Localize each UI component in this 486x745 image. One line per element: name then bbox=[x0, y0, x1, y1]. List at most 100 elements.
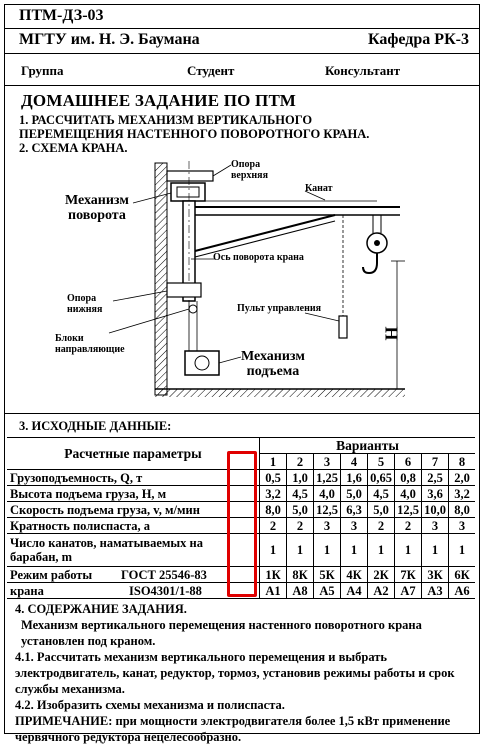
initial-data-table: Расчетные параметры Варианты 1 2 3 4 5 6… bbox=[7, 437, 475, 599]
param-value: 1,6 bbox=[340, 469, 368, 486]
param-value: 1 bbox=[421, 533, 449, 567]
variant-number: 8 bbox=[448, 453, 475, 470]
param-value: 2 bbox=[394, 517, 422, 534]
param-value: А5 bbox=[313, 582, 341, 599]
param-value: А1 bbox=[259, 582, 287, 599]
param-value: 5,0 bbox=[286, 501, 314, 518]
section-4-note: ПРИМЕЧАНИЕ: при мощности электродвигател… bbox=[15, 714, 451, 744]
param-name: Режим работы ГОСТ 25546-83 bbox=[7, 566, 260, 583]
param-name: Грузоподъемность, Q, т bbox=[7, 469, 260, 486]
param-value: 12,5 bbox=[394, 501, 422, 518]
crane-drawing bbox=[108, 161, 405, 397]
param-value: 0,8 bbox=[394, 469, 422, 486]
section-4-text: 4. СОДЕРЖАНИЕ ЗАДАНИЯ. Механизм вертикал… bbox=[15, 601, 475, 745]
param-value: 6К bbox=[448, 566, 475, 583]
param-value: 2,5 bbox=[421, 469, 449, 486]
param-value: 0,5 bbox=[259, 469, 287, 486]
variants-header: Варианты bbox=[259, 437, 475, 454]
group-label: Группа bbox=[21, 63, 64, 78]
param-value: А3 bbox=[421, 582, 449, 599]
param-value: 3,2 bbox=[448, 485, 475, 502]
param-value: 3 bbox=[421, 517, 449, 534]
control-pendant-label: Пульт управления bbox=[237, 303, 322, 314]
section-4-paragraph: 4.2. Изобразить схемы механизма и полисп… bbox=[15, 698, 285, 712]
param-value: 1 bbox=[367, 533, 395, 567]
param-value: 1,0 bbox=[286, 469, 314, 486]
param-value: 3 bbox=[340, 517, 368, 534]
param-value: 10,0 bbox=[421, 501, 449, 518]
param-value: 5,0 bbox=[340, 485, 368, 502]
variant-number: 7 bbox=[421, 453, 449, 470]
param-value: 1К bbox=[259, 566, 287, 583]
table-row: крана ISO4301/1-88 А1 А8 А5 А4 А2 А7 А3 … bbox=[7, 582, 475, 599]
param-value: 12,5 bbox=[313, 501, 341, 518]
mode-label: Режим работы bbox=[10, 567, 93, 582]
consultant-label: Консультант bbox=[325, 63, 401, 78]
variant-number: 2 bbox=[286, 453, 314, 470]
section-3-title: 3. ИСХОДНЫЕ ДАННЫЕ: bbox=[19, 419, 172, 433]
param-value: 5,0 bbox=[367, 501, 395, 518]
param-value: 1 bbox=[259, 533, 287, 567]
param-value: 5К bbox=[313, 566, 341, 583]
section-4-title: 4. СОДЕРЖАНИЕ ЗАДАНИЯ. bbox=[15, 602, 187, 616]
table-row: Кратность полиспаста, а 2 2 3 3 2 2 3 3 bbox=[7, 517, 475, 534]
param-value: 4,5 bbox=[367, 485, 395, 502]
assignment-sheet: ПТМ-ДЗ-03 МГТУ им. Н. Э. Баумана Кафедра… bbox=[4, 4, 481, 744]
height-dimension-label: H bbox=[381, 326, 402, 341]
param-value: 1 bbox=[313, 533, 341, 567]
section-4-paragraph: Механизм вертикального перемещения насте… bbox=[21, 618, 422, 648]
param-value: 1 bbox=[448, 533, 475, 567]
param-value: 6,3 bbox=[340, 501, 368, 518]
table-row: Скорость подъема груза, v, м/мин 8,0 5,0… bbox=[7, 501, 475, 518]
param-value: 4К bbox=[340, 566, 368, 583]
variant-number: 4 bbox=[340, 453, 368, 470]
param-value: А7 bbox=[394, 582, 422, 599]
param-name: Скорость подъема груза, v, м/мин bbox=[7, 501, 260, 518]
mode-label: крана bbox=[10, 583, 44, 598]
variant-number: 3 bbox=[313, 453, 341, 470]
param-value: 8,0 bbox=[259, 501, 287, 518]
iso-label: ISO4301/1-88 bbox=[129, 583, 202, 598]
param-value: 3,2 bbox=[259, 485, 287, 502]
param-value: 7К bbox=[394, 566, 422, 583]
axis-label: Ось поворота крана bbox=[213, 252, 304, 263]
params-header: Расчетные параметры bbox=[7, 437, 260, 470]
param-name: Высота подъема груза, Н, м bbox=[7, 485, 260, 502]
param-value: 1 bbox=[286, 533, 314, 567]
page-title: ДОМАШНЕЕ ЗАДАНИЕ ПО ПТМ bbox=[21, 91, 296, 110]
section-1-line-2: ПЕРЕМЕЩЕНИЯ НАСТЕННОГО ПОВОРОТНОГО КРАНА… bbox=[19, 127, 370, 141]
university-name: МГТУ им. Н. Э. Баумана bbox=[19, 31, 200, 48]
param-value: 0,65 bbox=[367, 469, 395, 486]
param-value: 8,0 bbox=[448, 501, 475, 518]
section-1-text: 1. РАССЧИТАТЬ МЕХАНИЗМ ВЕРТИКАЛЬНОГО ПЕР… bbox=[19, 113, 369, 155]
param-value: А2 bbox=[367, 582, 395, 599]
gost-label: ГОСТ 25546-83 bbox=[121, 567, 207, 582]
student-label: Студент bbox=[187, 63, 235, 78]
param-value: 3,6 bbox=[421, 485, 449, 502]
param-value: 3 bbox=[448, 517, 475, 534]
param-value: 2К bbox=[367, 566, 395, 583]
rope-label: Канат bbox=[305, 183, 333, 194]
param-name: Кратность полиспаста, а bbox=[7, 517, 260, 534]
variant-1-highlight bbox=[227, 451, 257, 597]
param-value: А6 bbox=[448, 582, 475, 599]
param-name: крана ISO4301/1-88 bbox=[7, 582, 260, 599]
param-value: 8К bbox=[286, 566, 314, 583]
param-value: 2,0 bbox=[448, 469, 475, 486]
variant-number: 6 bbox=[394, 453, 422, 470]
param-value: А4 bbox=[340, 582, 368, 599]
param-value: 4,5 bbox=[286, 485, 314, 502]
param-value: 1,25 bbox=[313, 469, 341, 486]
param-value: 2 bbox=[259, 517, 287, 534]
section-4-paragraph: 4.1. Рассчитать механизм вертикального п… bbox=[15, 650, 455, 696]
document-code: ПТМ-ДЗ-03 bbox=[19, 7, 104, 24]
table-row: Режим работы ГОСТ 25546-83 1К 8К 5К 4К 2… bbox=[7, 566, 475, 583]
variant-number: 5 bbox=[367, 453, 395, 470]
section-1-line-1: 1. РАССЧИТАТЬ МЕХАНИЗМ ВЕРТИКАЛЬНОГО bbox=[19, 113, 313, 127]
